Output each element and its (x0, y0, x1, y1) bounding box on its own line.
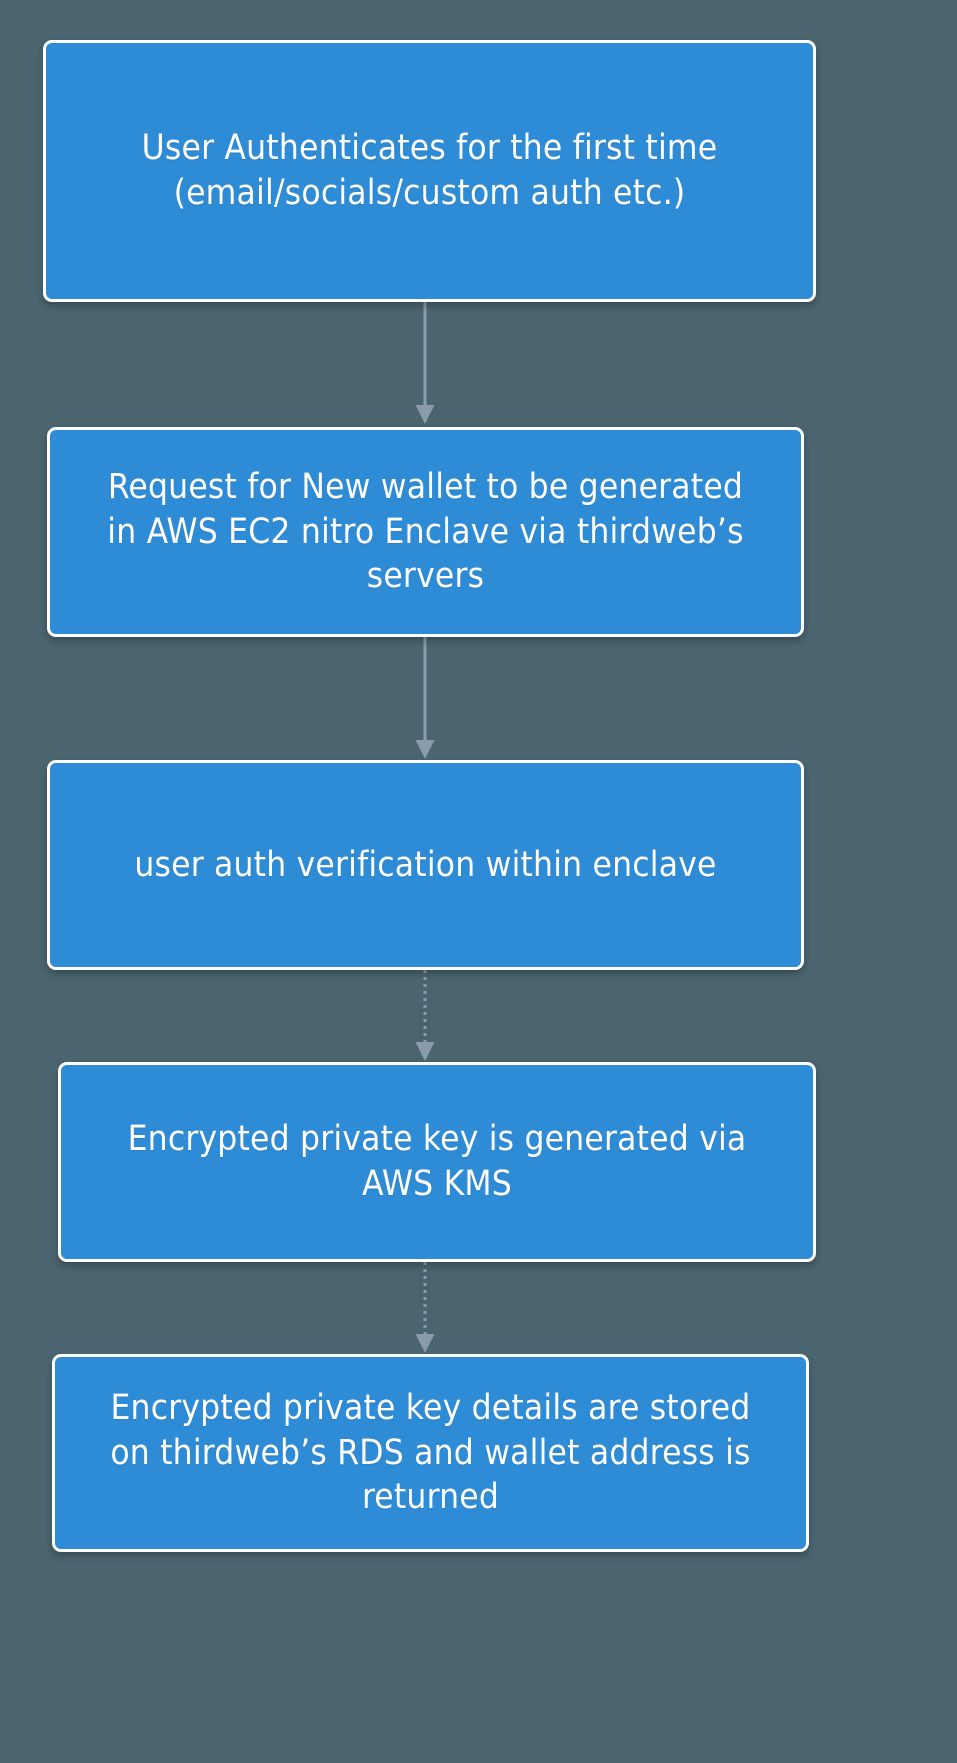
arrowhead-icon (415, 405, 435, 424)
flow-node-label: Encrypted private key details are stored… (110, 1387, 751, 1518)
edge-node1-to-node2 (412, 302, 438, 428)
flow-node-label: Encrypted private key is generated via A… (127, 1119, 747, 1204)
flow-node-key-details-stored[interactable]: Encrypted private key details are stored… (52, 1354, 809, 1552)
flow-node-label: User Authenticates for the first time (e… (141, 128, 718, 213)
edge-node3-to-node4 (412, 970, 438, 1065)
flow-node-label: Request for New wallet to be generated i… (107, 466, 744, 597)
flow-node-user-authenticates[interactable]: User Authenticates for the first time (e… (43, 40, 816, 302)
edge-node4-to-node5 (412, 1262, 438, 1357)
flow-node-encrypted-key-generated[interactable]: Encrypted private key is generated via A… (58, 1062, 816, 1262)
flow-node-request-new-wallet[interactable]: Request for New wallet to be generated i… (47, 427, 804, 637)
flow-node-user-auth-verification[interactable]: user auth verification within enclave (47, 760, 804, 970)
arrowhead-icon (415, 1334, 435, 1353)
arrowhead-icon (415, 1042, 435, 1061)
arrowhead-icon (415, 740, 435, 759)
edge-node2-to-node3 (412, 637, 438, 763)
flow-node-label: user auth verification within enclave (134, 844, 717, 885)
